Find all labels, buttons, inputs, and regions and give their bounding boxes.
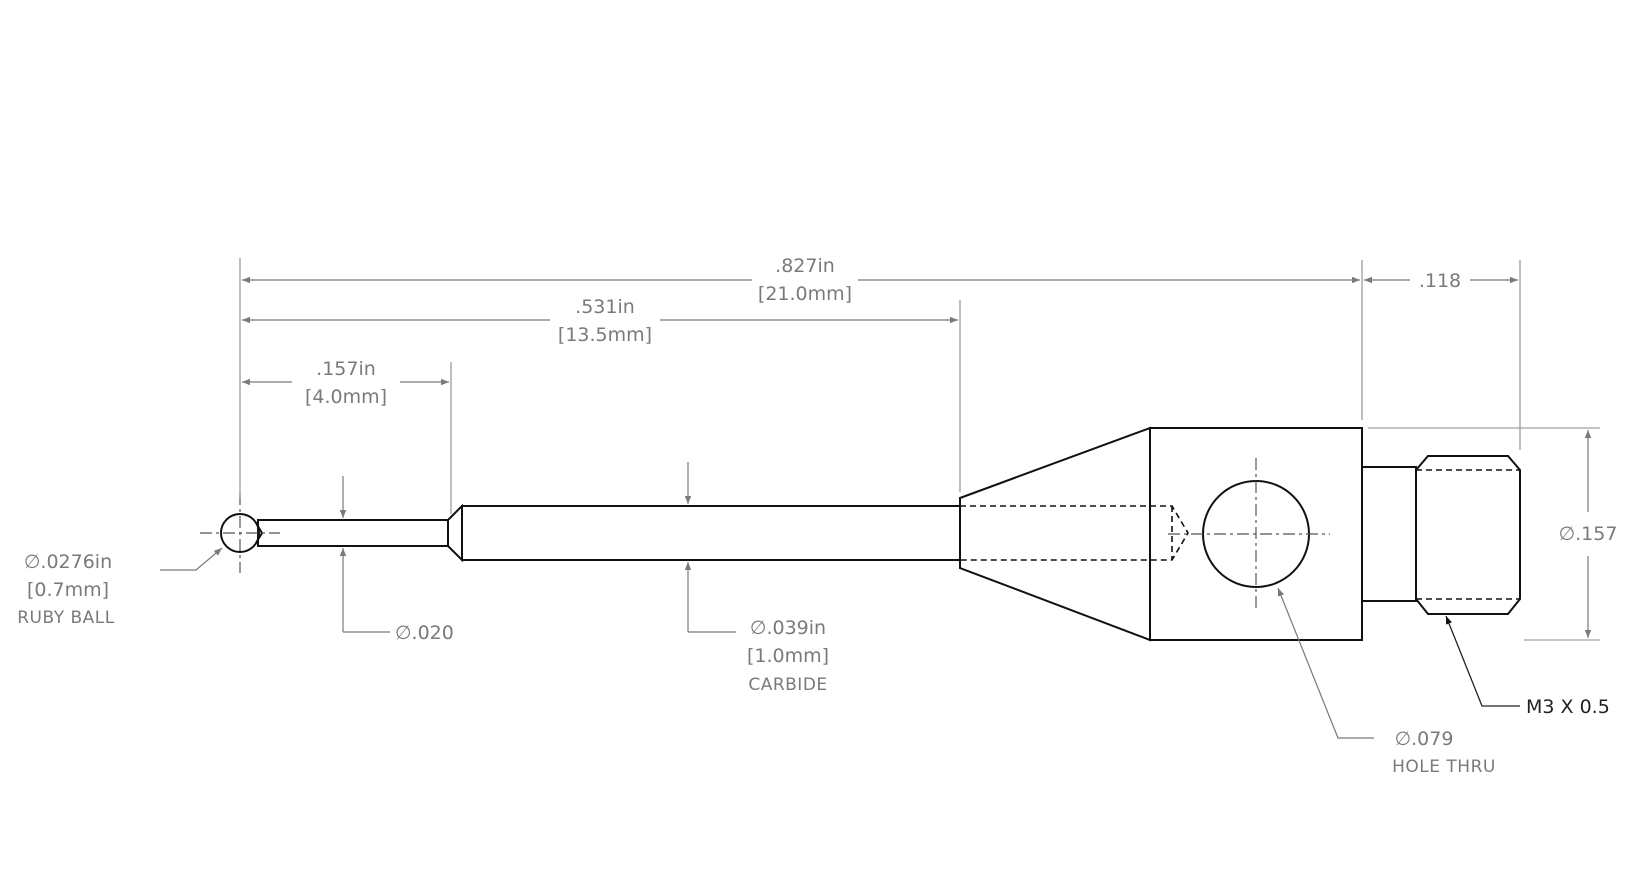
overall-length-primary: .827in [775, 255, 835, 277]
tip-diameter-primary: ∅.020 [395, 622, 454, 644]
tip-stem [257, 519, 449, 547]
ball-leader [160, 547, 223, 571]
stem-diameter-secondary: [1.0mm] [747, 645, 829, 667]
main-stem [461, 505, 961, 561]
overall-length-secondary: [21.0mm] [758, 283, 852, 305]
part-outline [200, 426, 1521, 642]
stem-diameter-primary: ∅.039in [750, 617, 826, 639]
ball-diameter-primary: ∅.0276in [24, 551, 112, 573]
tip-length-secondary: [4.0mm] [305, 386, 387, 408]
thread-leader [1445, 615, 1520, 707]
ball-material-note: RUBY BALL [17, 608, 115, 628]
body-diameter-primary: ∅.157 [1559, 523, 1618, 545]
thread-section [1415, 455, 1521, 615]
stem-material-note: CARBIDE [748, 675, 827, 695]
dimension-lines [160, 276, 1592, 739]
cone-section [959, 426, 1151, 642]
hidden-bore [960, 505, 1189, 561]
shank-length-secondary: [13.5mm] [558, 324, 652, 346]
shank-length-primary: .531in [575, 296, 635, 318]
thread-spec: M3 X 0.5 [1526, 696, 1610, 718]
tip-taper [447, 503, 463, 563]
hole-leader [1277, 587, 1374, 739]
thread-length-primary: .118 [1419, 270, 1461, 292]
hole-thru-note: HOLE THRU [1392, 757, 1496, 777]
hole-diameter-primary: ∅.079 [1395, 728, 1454, 750]
thread-neck [1361, 466, 1417, 602]
ball-diameter-secondary: [0.7mm] [27, 579, 109, 601]
dimension-labels: .827in [21.0mm] .531in [13.5mm] .157in [… [17, 255, 1617, 777]
extension-lines [239, 258, 1600, 641]
tip-length-primary: .157in [316, 358, 376, 380]
